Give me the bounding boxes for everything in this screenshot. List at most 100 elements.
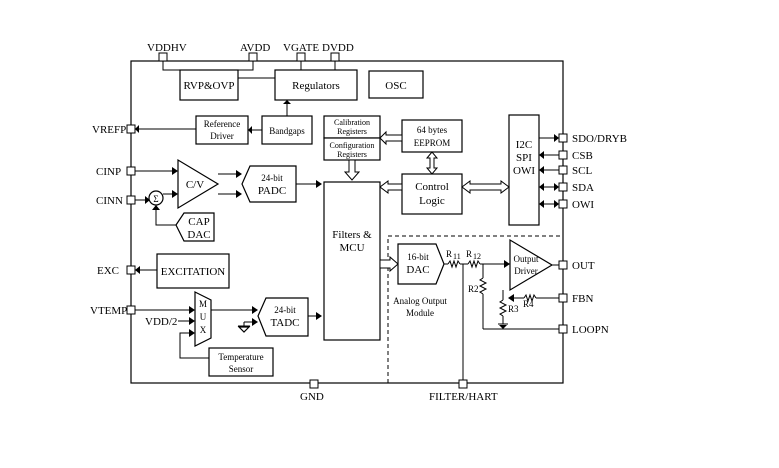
label-avdd: AVDD — [240, 42, 270, 54]
label-eeprom-1: 64 bytes — [417, 125, 448, 135]
block-output-driver — [509, 238, 554, 292]
resistor-r3 — [498, 299, 508, 317]
label-temperature-sensor-1: Temperature — [218, 352, 263, 362]
block-dac16 — [397, 243, 445, 285]
label-tadc-2: TADC — [270, 317, 299, 329]
label-mux-x: X — [200, 325, 207, 335]
block-tadc — [257, 297, 309, 337]
label-sda: SDA — [572, 182, 594, 194]
label-r3: R3 — [508, 304, 519, 314]
label-bandgaps: Bandgaps — [269, 126, 305, 136]
label-cap-dac-1: CAP — [188, 216, 209, 228]
pin-cinn — [126, 195, 136, 205]
label-configuration-registers-1: Configuration — [330, 141, 375, 150]
label-scl: SCL — [572, 165, 592, 177]
label-dac16-2: DAC — [406, 264, 429, 276]
label-mux-u: U — [200, 312, 207, 322]
label-reference-driver-1: Reference — [204, 119, 240, 129]
bus-eeprom-registers — [379, 130, 403, 146]
label-control-logic-2: Logic — [419, 195, 445, 207]
pin-dvdd — [330, 52, 340, 62]
label-sdo-dryb: SDO/DRYB — [572, 133, 627, 145]
label-filters-mcu-2: MCU — [339, 242, 364, 254]
label-csb: CSB — [572, 150, 593, 162]
label-regulators: Regulators — [292, 80, 340, 92]
block-regulators — [274, 69, 358, 101]
label-cap-dac-2: DAC — [187, 229, 210, 241]
block-control-logic — [401, 173, 463, 215]
label-filter-hart: FILTER/HART — [429, 391, 498, 403]
label-padc-2: PADC — [258, 185, 286, 197]
pin-cinp — [126, 166, 136, 176]
label-r11: R — [446, 249, 452, 259]
label-out: OUT — [572, 260, 595, 272]
label-analog-output-module-1: Analog Output — [393, 296, 447, 306]
bus-control-filters — [379, 180, 403, 194]
pin-csb — [558, 150, 568, 160]
label-rvp-ovp: RVP&OVP — [183, 80, 234, 92]
label-excitation: EXCITATION — [161, 266, 226, 278]
label-vdd2: VDD/2 — [145, 316, 177, 328]
pin-scl — [558, 165, 568, 175]
label-output-driver-1: Output — [513, 254, 539, 264]
label-interface-3: OWI — [513, 165, 535, 177]
pin-owi — [558, 199, 568, 209]
label-padc-1: 24-bit — [261, 173, 283, 183]
resistor-r11 — [447, 259, 461, 269]
label-owi: OWI — [572, 199, 594, 211]
block-bandgaps — [261, 115, 313, 145]
resistor-r4 — [523, 293, 537, 303]
block-cv — [177, 158, 220, 210]
label-r4: R4 — [523, 299, 534, 309]
label-eeprom-2: EEPROM — [414, 138, 451, 148]
label-loopn: LOOPN — [572, 324, 609, 336]
pin-gnd — [309, 379, 319, 389]
pin-filter-hart — [458, 379, 468, 389]
pin-avdd — [248, 52, 258, 62]
label-temperature-sensor-2: Sensor — [229, 364, 254, 374]
label-calibration-registers-1: Calibration — [334, 118, 370, 127]
block-interface — [508, 114, 540, 226]
block-cap-dac — [175, 212, 215, 242]
label-dac16-1: 16-bit — [407, 252, 429, 262]
label-mux-m: M — [199, 299, 207, 309]
pin-out — [558, 260, 568, 270]
pin-exc — [126, 265, 136, 275]
block-mux — [194, 291, 212, 347]
label-dvdd: DVDD — [322, 42, 354, 54]
label-control-logic-1: Control — [415, 181, 449, 193]
block-filters-mcu — [323, 181, 381, 341]
label-osc: OSC — [385, 80, 406, 92]
label-r12: R — [466, 249, 472, 259]
label-sum: Σ — [153, 194, 158, 204]
pin-fbn — [558, 293, 568, 303]
label-cinn: CINN — [96, 195, 123, 207]
label-analog-output-module-2: Module — [406, 308, 434, 318]
label-vrefp: VREFP — [92, 124, 126, 136]
block-osc — [368, 70, 424, 99]
label-cv: C/V — [186, 179, 204, 191]
label-interface-2: SPI — [516, 152, 532, 164]
pin-vtemp — [126, 305, 136, 315]
bus-control-interface — [461, 180, 510, 194]
label-r12-sub: 12 — [473, 252, 481, 261]
pin-sda — [558, 182, 568, 192]
block-rvp-ovp — [179, 69, 239, 101]
pin-vrefp — [126, 124, 136, 134]
label-exc: EXC — [97, 265, 119, 277]
bus-registers-filters — [343, 159, 361, 181]
label-configuration-registers-2: Registers — [337, 150, 367, 159]
label-calibration-registers-2: Registers — [337, 127, 367, 136]
label-gnd: GND — [300, 391, 324, 403]
pin-sdo-dryb — [558, 133, 568, 143]
ground-symbol — [237, 326, 251, 333]
label-fbn: FBN — [572, 293, 593, 305]
label-r11-sub: 11 — [453, 252, 461, 261]
label-vtemp: VTEMP — [90, 305, 127, 317]
label-vddhv: VDDHV — [147, 42, 187, 54]
pin-loopn — [558, 324, 568, 334]
label-filters-mcu-1: Filters & — [332, 229, 372, 241]
label-output-driver-2: Driver — [514, 266, 538, 276]
label-r2: R2 — [468, 284, 479, 294]
